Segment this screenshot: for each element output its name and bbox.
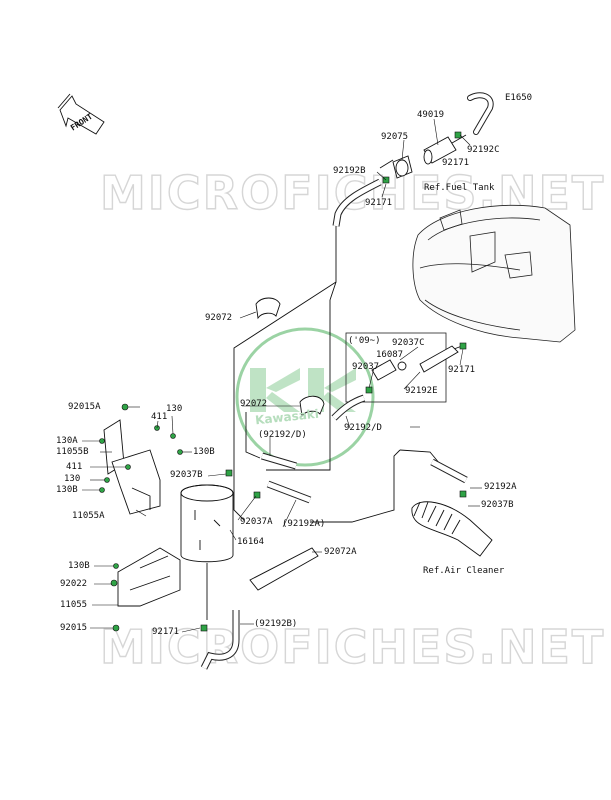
bracket-lower	[117, 547, 181, 607]
label-130b-a: 130B	[193, 447, 215, 457]
label-130-a: 130	[166, 404, 183, 414]
label-92015: 92015	[60, 623, 88, 633]
ref-air-cleaner: Ref.Air Cleaner	[423, 566, 505, 576]
label-92072a: 92072A	[324, 547, 357, 557]
label-92037: 92037	[352, 362, 380, 372]
ref-fuel-tank: Ref.Fuel Tank	[424, 183, 495, 193]
label-11055b: 11055B	[56, 447, 89, 457]
label-92171-top: 92171	[442, 158, 470, 168]
label-92037c: 92037C	[392, 338, 425, 348]
label-11055a: 11055A	[72, 511, 105, 521]
label-92171-mid: 92171	[365, 198, 393, 208]
canister-16164	[180, 484, 234, 620]
label-92192b-paren: (92192B)	[254, 619, 298, 629]
label-92037b-right: 92037B	[481, 500, 514, 510]
diagram-code: E1650	[505, 93, 533, 103]
label-92192a-paren: (92192A)	[282, 519, 326, 529]
label-92192a: 92192A	[484, 482, 517, 492]
label-130b-c: 130B	[68, 561, 90, 571]
label-92192c: 92192C	[467, 145, 500, 155]
bracket-upper	[103, 419, 161, 515]
label-411-b: 411	[66, 462, 83, 472]
label-92192d-paren: (92192/D)	[258, 430, 307, 440]
label-49019: 49019	[417, 110, 445, 120]
front-arrow-icon	[57, 93, 105, 135]
label-130b-b: 130B	[56, 485, 78, 495]
label-92192d: 92192/D	[344, 423, 382, 433]
label-130a: 130A	[56, 436, 78, 446]
label-09: ('09~)	[348, 336, 381, 346]
label-92192b-top: 92192B	[333, 166, 366, 176]
valve-16087	[371, 345, 459, 381]
label-92072-mid: 92072	[240, 399, 268, 409]
label-92171-right: 92171	[448, 365, 476, 375]
label-16087: 16087	[376, 350, 404, 360]
label-92015a: 92015A	[68, 402, 101, 412]
label-16164: 16164	[237, 537, 265, 547]
label-92072-top: 92072	[205, 313, 233, 323]
kawasaki-emblem-ring	[235, 327, 375, 467]
label-411-a: 411	[151, 412, 168, 422]
air-cleaner-duct	[411, 501, 493, 557]
fuel-filter	[423, 134, 467, 165]
watermark-bottom: MICROFICHES.NET	[99, 619, 606, 674]
label-92171-bottom: 92171	[152, 627, 180, 637]
fuel-tank	[412, 204, 576, 343]
label-11055: 11055	[60, 600, 88, 610]
label-92037a: 92037A	[240, 517, 273, 527]
label-92192e: 92192E	[405, 386, 438, 396]
label-92022: 92022	[60, 579, 88, 589]
label-130-b: 130	[64, 474, 81, 484]
label-92075: 92075	[381, 132, 409, 142]
label-92037b-left: 92037B	[170, 470, 203, 480]
